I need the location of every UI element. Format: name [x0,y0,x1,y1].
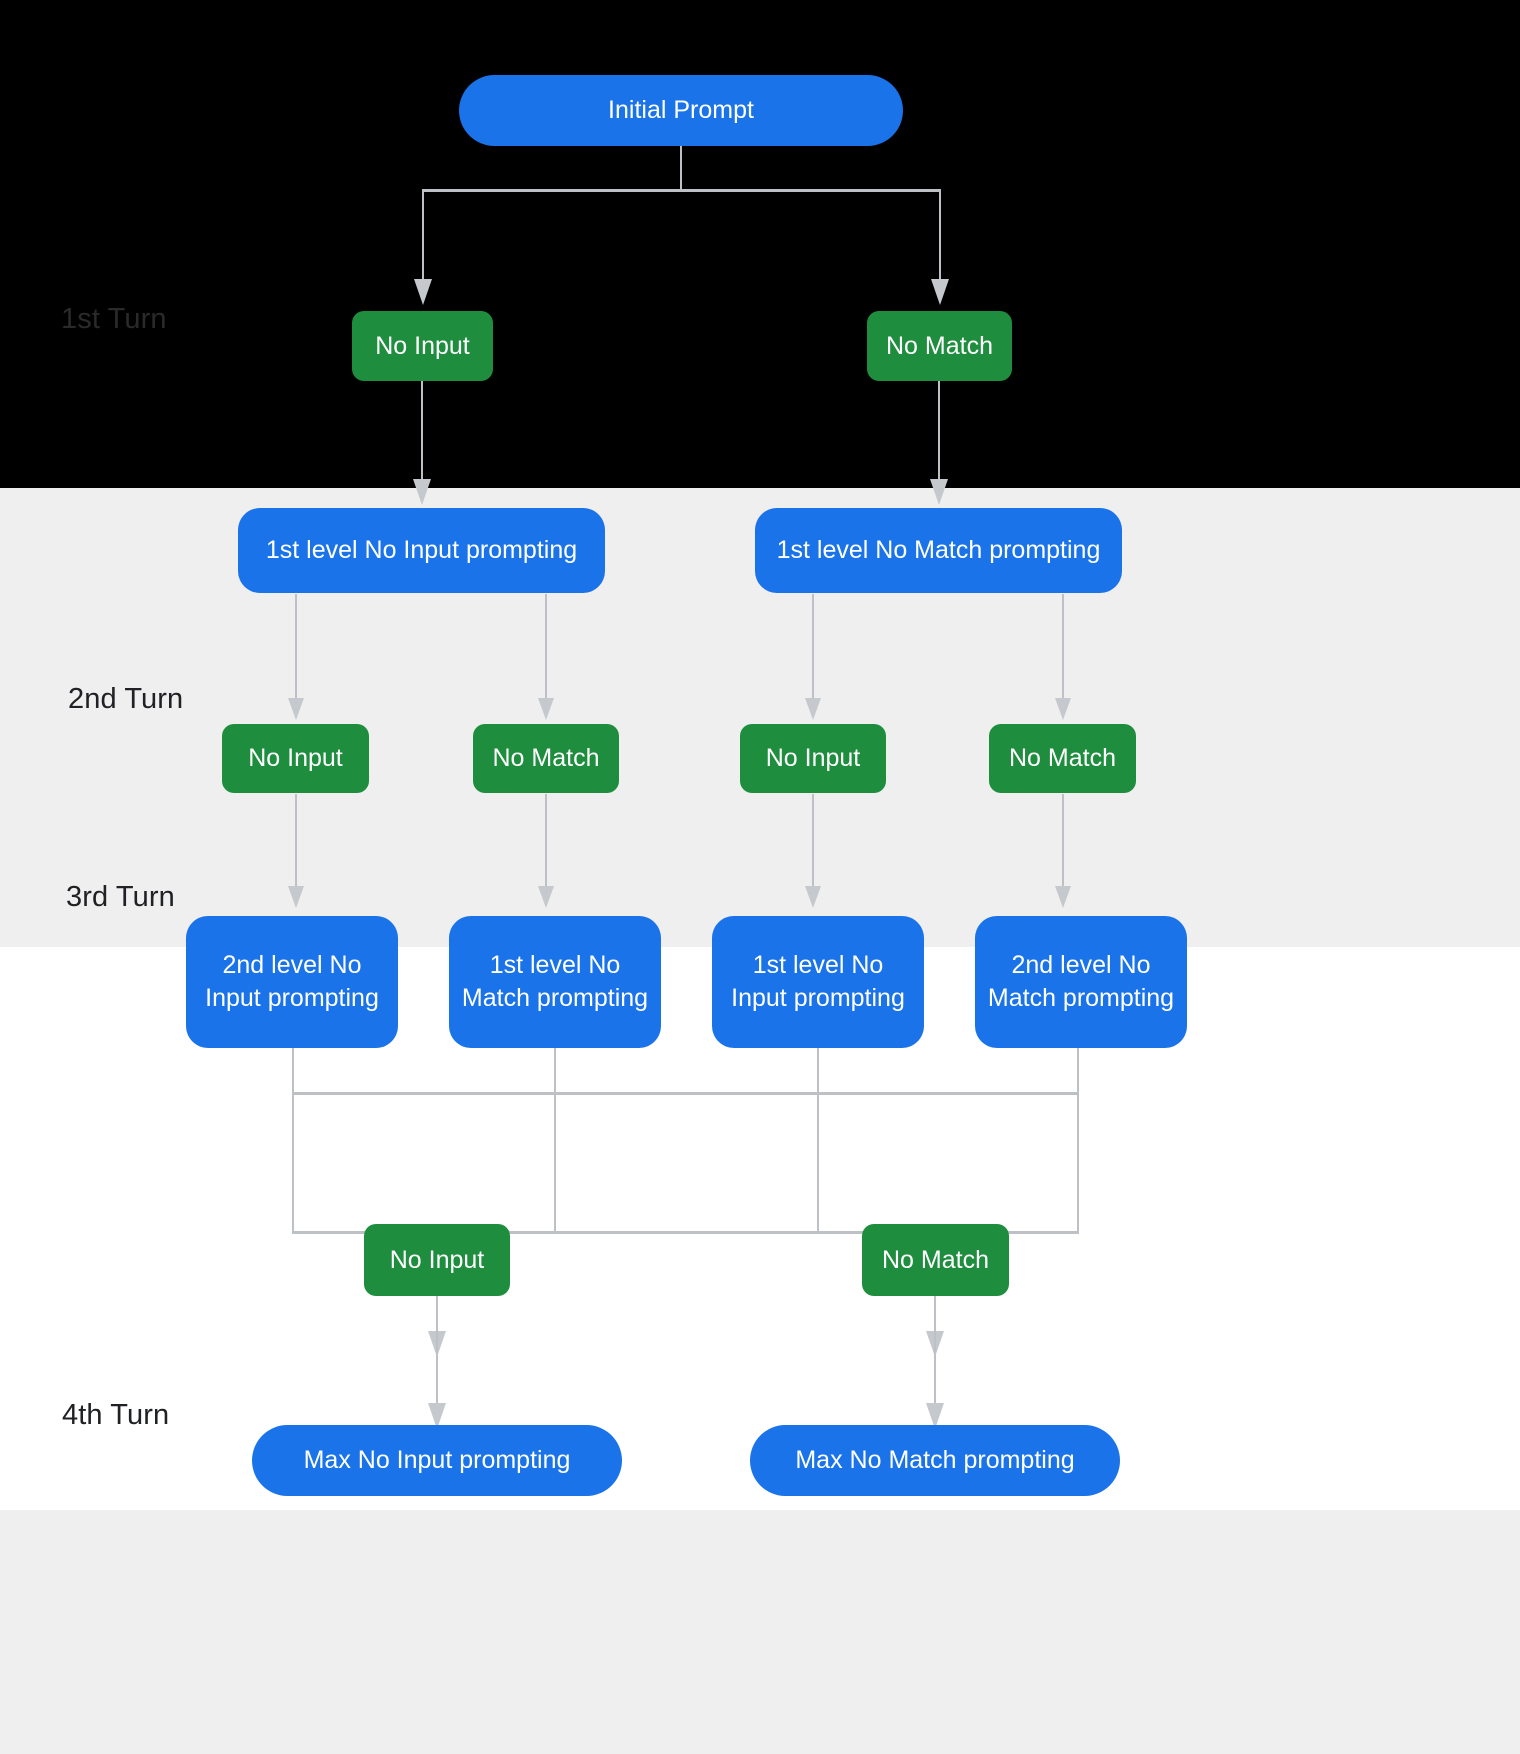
node-2nd-level-no-input-prompting[interactable]: 2nd level No Input prompting [186,916,398,1048]
node-1st-level-no-input-prompting-label: 1st level No Input prompting [265,536,578,564]
node-2nd-level-no-match-prompting[interactable]: 2nd level No Match prompting [975,916,1187,1048]
connector-t3-b-down [545,794,547,886]
band-4th-turn [0,1510,1520,1754]
node-1st-level-no-match-prompting-2-label: 1st level No Match prompting [461,951,649,1012]
node-turn2-no-input-c[interactable]: No Input [740,724,886,793]
arrow-to-1st-level-no-match [930,479,948,505]
connector-merge-bus-upper [292,1092,1079,1095]
arrow-to-turn2-no-input-a [288,698,304,720]
arrow-to-1st-level-no-input [413,479,431,505]
node-2nd-level-no-match-prompting-label: 2nd level No Match prompting [987,951,1175,1012]
node-turn3-no-input-label: No Input [389,1245,485,1274]
connector-turn1-noinput-down [421,381,423,479]
connector-t2-d-down [1062,594,1064,698]
arrow-to-turn2-no-match-d [1055,698,1071,720]
arrow-to-1st-level-no-input-2 [805,886,821,908]
connector-t2-c-down [812,594,814,698]
connector-t3-a-down [295,794,297,886]
connector-initial-right-drop [939,189,941,279]
node-1st-level-no-match-prompting[interactable]: 1st level No Match prompting [755,508,1122,593]
connector-turn1-nomatch-down [938,381,940,479]
node-1st-level-no-input-prompting-2-label: 1st level No Input prompting [731,951,905,1012]
node-turn2-no-match-b-label: No Match [492,744,600,772]
node-1st-level-no-input-prompting[interactable]: 1st level No Input prompting [238,508,605,593]
turn-label-1st: 1st Turn [61,303,167,335]
connector-t3a-merge-down [292,1048,294,1094]
node-max-no-input-prompting-label: Max No Input prompting [303,1446,571,1474]
node-turn3-no-match[interactable]: No Match [862,1224,1009,1296]
connector-t3d-merge-down [1077,1048,1079,1094]
connector-t3b-merge-down [554,1048,556,1094]
node-turn2-no-match-d[interactable]: No Match [989,724,1136,793]
node-turn1-no-input-label: No Input [375,331,470,360]
node-turn1-no-match[interactable]: No Match [867,311,1012,381]
node-max-no-input-prompting[interactable]: Max No Input prompting [252,1425,622,1496]
turn-label-4th: 4th Turn [62,1399,170,1431]
node-turn2-no-input-a-label: No Input [248,744,343,772]
node-1st-level-no-input-prompting-2[interactable]: 1st level No Input prompting [712,916,924,1048]
connector-bus-mid-right-drop [817,1092,819,1233]
arrow-to-turn1-no-input [414,279,432,305]
arrow-to-turn1-no-match [931,279,949,305]
connector-t2-a-down [295,594,297,698]
node-turn1-no-input[interactable]: No Input [352,311,493,381]
connector-merge-bus-lower [292,1231,1079,1234]
node-1st-level-no-match-prompting-label: 1st level No Match prompting [776,536,1101,564]
connector-t3-c-down [812,794,814,886]
connector-t3c-merge-down [817,1048,819,1094]
node-turn2-no-input-a[interactable]: No Input [222,724,369,793]
node-turn3-no-input[interactable]: No Input [364,1224,510,1296]
node-turn2-no-match-d-label: No Match [1009,744,1116,772]
connector-bus-right-drop [1077,1092,1079,1233]
node-2nd-level-no-input-prompting-label: 2nd level No Input prompting [205,951,379,1012]
arrow-to-turn2-no-input-c [805,698,821,720]
connector-initial-down [680,146,682,191]
arrow-to-turn2-no-match-b [538,698,554,720]
node-initial-prompt[interactable]: Initial Prompt [459,75,903,146]
connector-initial-left-drop [422,189,424,279]
node-turn1-no-match-label: No Match [886,331,993,360]
connector-initial-split [422,189,940,192]
connector-t3-d-down [1062,794,1064,886]
node-max-no-match-prompting-label: Max No Match prompting [795,1446,1075,1474]
arrow-to-max-no-match [926,1403,944,1429]
connector-t2-b-down [545,594,547,698]
connector-bus-mid-left-drop [554,1092,556,1233]
connector-t4-left-down [436,1297,438,1403]
connector-bus-left-drop [292,1092,294,1233]
node-turn3-no-match-label: No Match [882,1245,989,1274]
node-initial-prompt-label: Initial Prompt [608,96,754,124]
arrow-to-1st-level-no-match-2 [538,886,554,908]
node-turn2-no-input-c-label: No Input [765,744,861,772]
node-max-no-match-prompting[interactable]: Max No Match prompting [750,1425,1120,1496]
turn-label-3rd: 3rd Turn [66,881,175,913]
turn-label-2nd: 2nd Turn [68,683,184,715]
arrow-to-2nd-level-no-match [1055,886,1071,908]
node-turn2-no-match-b[interactable]: No Match [473,724,619,793]
arrow-to-2nd-level-no-input [288,886,304,908]
band-1st-turn [0,0,1520,488]
connector-t4-right-down [934,1297,936,1403]
arrow-to-max-no-input [428,1403,446,1429]
node-1st-level-no-match-prompting-2[interactable]: 1st level No Match prompting [449,916,661,1048]
